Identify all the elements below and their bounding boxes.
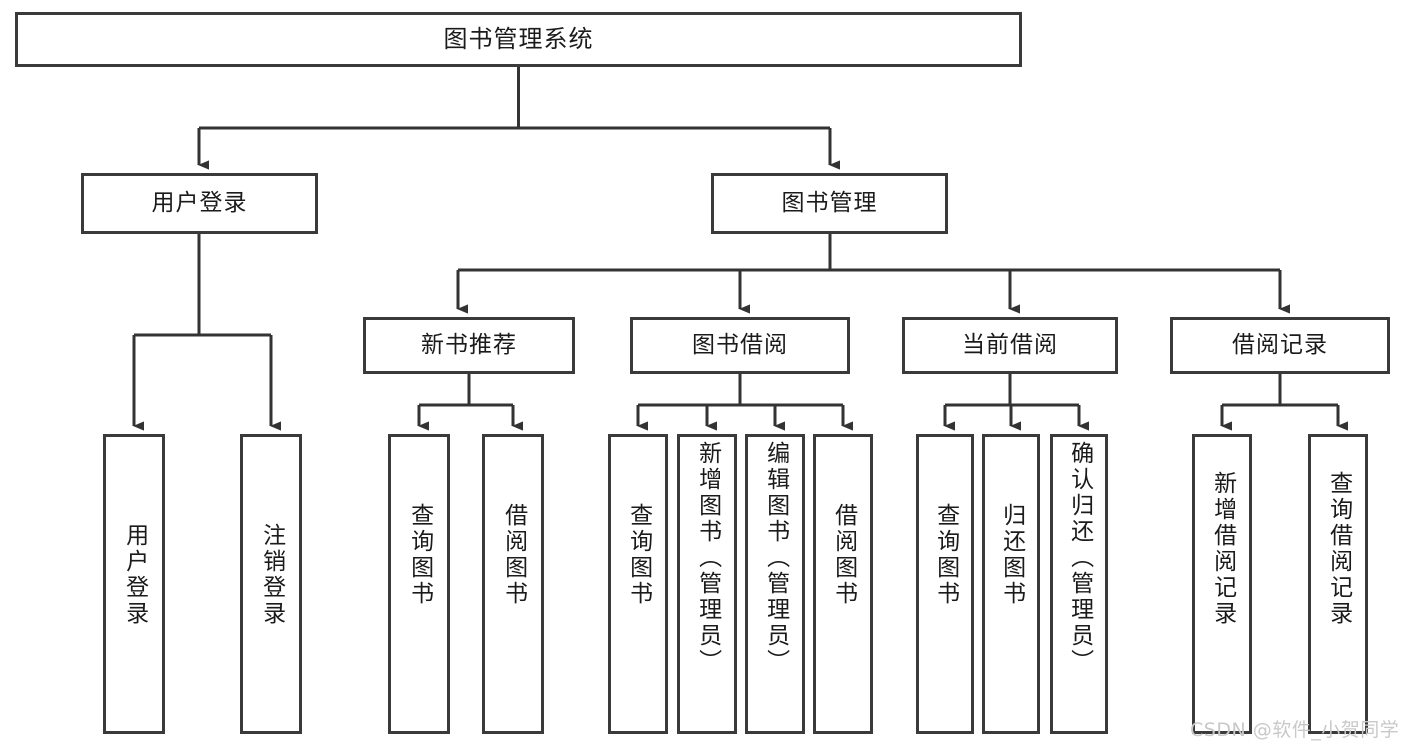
node-book-manage[interactable]: 图书管理 [711, 173, 948, 234]
node-query-book-1[interactable]: 查询图书 [388, 434, 450, 734]
node-query-borrow-record-label: 查询借阅记录 [1325, 471, 1352, 627]
node-current-borrow[interactable]: 当前借阅 [902, 317, 1118, 374]
node-borrow-record-label: 借阅记录 [1232, 331, 1328, 358]
node-user-login-do[interactable]: 用户登录 [103, 434, 165, 734]
node-borrow-book-1[interactable]: 借阅图书 [482, 434, 544, 734]
node-borrow-record[interactable]: 借阅记录 [1170, 317, 1390, 374]
node-query-borrow-record[interactable]: 查询借阅记录 [1308, 434, 1368, 734]
node-query-book-2[interactable]: 查询图书 [608, 434, 668, 734]
csdn-watermark: CSDN @软件_小贺同学 [1190, 719, 1400, 741]
node-add-borrow-record[interactable]: 新增借阅记录 [1192, 434, 1252, 734]
node-query-book-2-label: 查询图书 [625, 503, 652, 607]
node-new-book-recommend-label: 新书推荐 [421, 331, 517, 358]
node-return-book-label: 归还图书 [998, 503, 1025, 607]
node-add-book[interactable]: 新增图书（管理员） [677, 434, 737, 734]
node-user-logout-label: 注销登录 [258, 523, 285, 627]
node-confirm-return[interactable]: 确认归还（管理员） [1050, 434, 1108, 734]
node-borrow-book-1-label: 借阅图书 [500, 503, 527, 607]
node-user-login-do-label: 用户登录 [121, 523, 148, 627]
node-user-login[interactable]: 用户登录 [81, 173, 318, 234]
node-add-borrow-record-label: 新增借阅记录 [1209, 471, 1236, 627]
node-borrow-book-2-label: 借阅图书 [830, 503, 857, 607]
node-user-logout[interactable]: 注销登录 [240, 434, 302, 734]
node-current-borrow-label: 当前借阅 [962, 331, 1058, 358]
node-query-book-1-label: 查询图书 [406, 503, 433, 607]
node-new-book-recommend[interactable]: 新书推荐 [363, 317, 575, 374]
node-book-manage-label: 图书管理 [781, 189, 878, 216]
node-query-book-3-label: 查询图书 [932, 503, 959, 607]
node-book-borrow-label: 图书借阅 [692, 331, 788, 358]
node-root[interactable]: 图书管理系统 [15, 12, 1022, 67]
node-root-label: 图书管理系统 [443, 25, 594, 54]
node-borrow-book-2[interactable]: 借阅图书 [813, 434, 873, 734]
node-book-borrow[interactable]: 图书借阅 [630, 317, 850, 374]
node-confirm-return-label: 确认归还（管理员） [1066, 441, 1093, 675]
node-add-book-label: 新增图书（管理员） [694, 441, 721, 675]
node-edit-book[interactable]: 编辑图书（管理员） [745, 434, 805, 734]
node-edit-book-label: 编辑图书（管理员） [762, 441, 789, 675]
node-user-login-label: 用户登录 [151, 189, 248, 216]
node-query-book-3[interactable]: 查询图书 [916, 434, 974, 734]
node-return-book[interactable]: 归还图书 [982, 434, 1040, 734]
